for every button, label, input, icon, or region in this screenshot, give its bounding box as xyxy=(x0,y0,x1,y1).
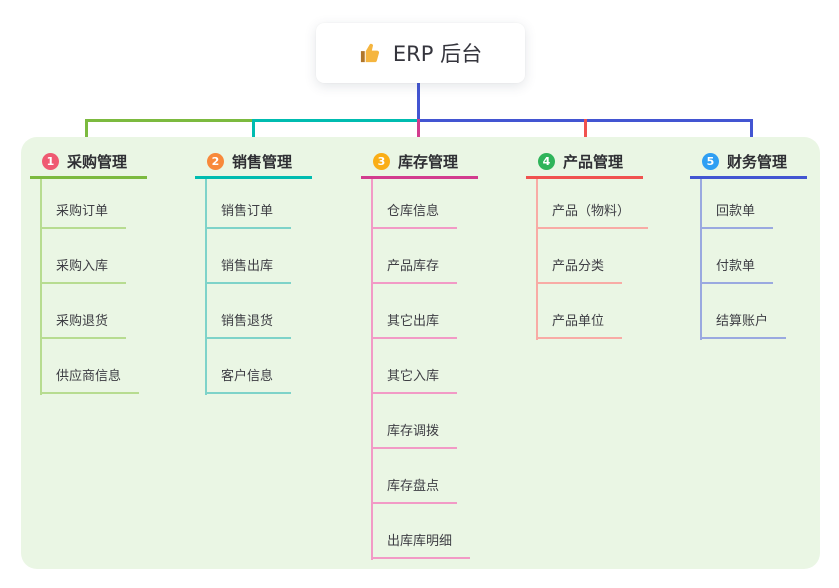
branch-number-badge: 1 xyxy=(42,152,59,170)
mindmap-node[interactable]: 采购入库 xyxy=(40,258,127,284)
branch-underline xyxy=(526,176,643,179)
mindmap-node[interactable]: 产品（物料） xyxy=(536,203,649,229)
branch-number-badge: 2 xyxy=(207,152,224,170)
branch-node-inventory[interactable]: 3 库存管理 xyxy=(373,150,458,172)
branch-drop-line-sales xyxy=(252,119,255,146)
branch-number-badge: 3 xyxy=(373,152,390,170)
branch-connector-line xyxy=(205,179,207,395)
mindmap-node[interactable]: 出库库明细 xyxy=(371,533,471,559)
root-node[interactable]: ERP 后台 xyxy=(316,23,525,83)
branch-label: 财务管理 xyxy=(727,152,788,171)
mindmap-node[interactable]: 结算账户 xyxy=(700,313,787,339)
branch-connector-line xyxy=(40,179,42,395)
branch-underline xyxy=(361,176,478,179)
mindmap-node[interactable]: 产品分类 xyxy=(536,258,623,284)
branch-label: 产品管理 xyxy=(563,152,624,171)
branch-drop-line-inventory xyxy=(417,119,420,146)
root-label: ERP 后台 xyxy=(392,42,483,66)
mindmap-node[interactable]: 销售出库 xyxy=(205,258,292,284)
bus-line-segment-green xyxy=(85,119,252,122)
mindmap-node[interactable]: 库存盘点 xyxy=(371,478,458,504)
mindmap-node[interactable]: 产品库存 xyxy=(371,258,458,284)
branch-connector-line xyxy=(371,179,373,560)
branch-drop-line-purchase xyxy=(85,119,88,146)
branch-label: 库存管理 xyxy=(398,152,459,171)
mindmap-node[interactable]: 客户信息 xyxy=(205,368,292,394)
mindmap-node[interactable]: 其它出库 xyxy=(371,313,458,339)
branch-node-finance[interactable]: 5 财务管理 xyxy=(702,150,787,172)
branch-drop-line-product xyxy=(584,119,587,146)
branch-number-badge: 5 xyxy=(702,152,719,170)
branch-drop-line-finance xyxy=(750,119,753,146)
branch-underline xyxy=(195,176,312,179)
mindmap-node[interactable]: 仓库信息 xyxy=(371,203,458,229)
mindmap-node[interactable]: 销售退货 xyxy=(205,313,292,339)
root-stem-line xyxy=(417,82,420,120)
mindmap-node[interactable]: 销售订单 xyxy=(205,203,292,229)
branch-underline xyxy=(30,176,147,179)
mindmap-node[interactable]: 付款单 xyxy=(700,258,774,284)
mindmap-node[interactable]: 产品单位 xyxy=(536,313,623,339)
mindmap-node[interactable]: 其它入库 xyxy=(371,368,458,394)
branch-label: 采购管理 xyxy=(67,152,128,171)
branch-connector-line xyxy=(700,179,702,340)
branch-node-product[interactable]: 4 产品管理 xyxy=(538,150,623,172)
mindmap-node[interactable]: 供应商信息 xyxy=(40,368,140,394)
branch-underline xyxy=(690,176,807,179)
branch-node-purchase[interactable]: 1 采购管理 xyxy=(42,150,127,172)
bus-line-segment-teal xyxy=(252,119,418,122)
mindmap-node[interactable]: 库存调拨 xyxy=(371,423,458,449)
branches-panel xyxy=(21,137,820,569)
mindmap-node[interactable]: 采购订单 xyxy=(40,203,127,229)
branch-connector-line xyxy=(536,179,538,340)
branch-node-sales[interactable]: 2 销售管理 xyxy=(207,150,292,172)
branch-number-badge: 4 xyxy=(538,152,555,170)
mindmap-node[interactable]: 采购退货 xyxy=(40,313,127,339)
mindmap-node[interactable]: 回款单 xyxy=(700,203,774,229)
thumbs-up-icon xyxy=(359,42,382,65)
branch-label: 销售管理 xyxy=(232,152,293,171)
